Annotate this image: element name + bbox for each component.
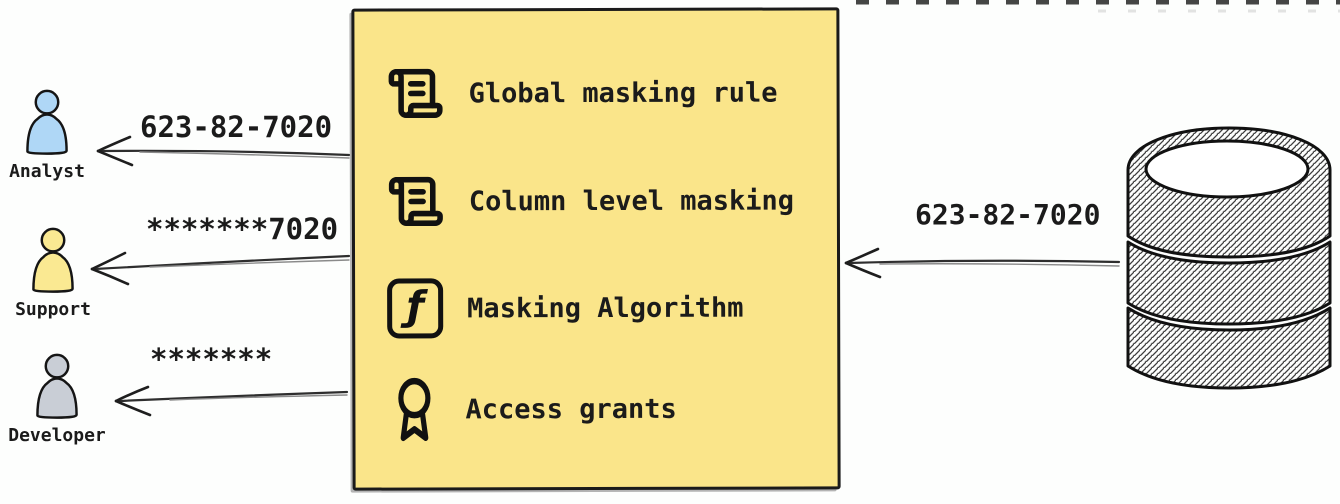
- flow-value-support: *******7020: [146, 212, 339, 246]
- box-item-label: Access grants: [465, 393, 677, 425]
- top-dashed-edge: [856, 0, 1340, 13]
- function-square-icon: ƒ: [387, 278, 444, 339]
- database-bottom-band: [1126, 306, 1332, 390]
- function-glyph: ƒ: [406, 283, 424, 330]
- scroll-text-icon: [388, 68, 443, 119]
- flow-value-developer: *******: [150, 342, 273, 376]
- persona-label: Support: [15, 299, 91, 320]
- database-icon: [1126, 126, 1332, 390]
- person-icon: [36, 353, 78, 419]
- arrow-to-developer: [114, 385, 349, 417]
- person-body: [32, 251, 74, 293]
- person-body: [26, 113, 68, 155]
- box-item-label: Masking Algorithm: [467, 292, 744, 324]
- persona-label: Developer: [8, 425, 106, 446]
- flow-value-database: 623-82-7020: [915, 198, 1101, 231]
- person-head: [34, 89, 60, 115]
- persona-label: Analyst: [9, 161, 85, 182]
- scroll-text-icon: [388, 176, 443, 227]
- person-head: [40, 227, 66, 253]
- award-icon: [398, 377, 431, 442]
- arrow-to-masking-box: [844, 247, 1121, 279]
- database-middle-band: [1126, 240, 1332, 326]
- box-item-masking-algorithm: ƒ Masking Algorithm: [387, 276, 744, 341]
- box-item-label: Column level masking: [468, 184, 795, 217]
- persona-support: Support: [6, 224, 100, 320]
- box-item-access-grants: Access grants: [387, 373, 677, 446]
- flow-value-analyst: 623-82-7020: [140, 110, 333, 144]
- masking-box: Global masking rule Column level masking…: [351, 7, 841, 491]
- box-item-label: Global masking rule: [468, 77, 778, 109]
- person-body: [36, 377, 78, 419]
- person-icon: [32, 227, 74, 293]
- database-top-opening: [1144, 139, 1310, 199]
- box-item-column-level-masking: Column level masking: [387, 168, 794, 233]
- person-head: [44, 353, 70, 379]
- arrow-to-support: [90, 251, 351, 286]
- persona-analyst: Analyst: [0, 86, 94, 182]
- box-item-global-masking-rule: Global masking rule: [387, 61, 778, 126]
- persona-developer: Developer: [8, 350, 106, 446]
- person-icon: [26, 89, 68, 155]
